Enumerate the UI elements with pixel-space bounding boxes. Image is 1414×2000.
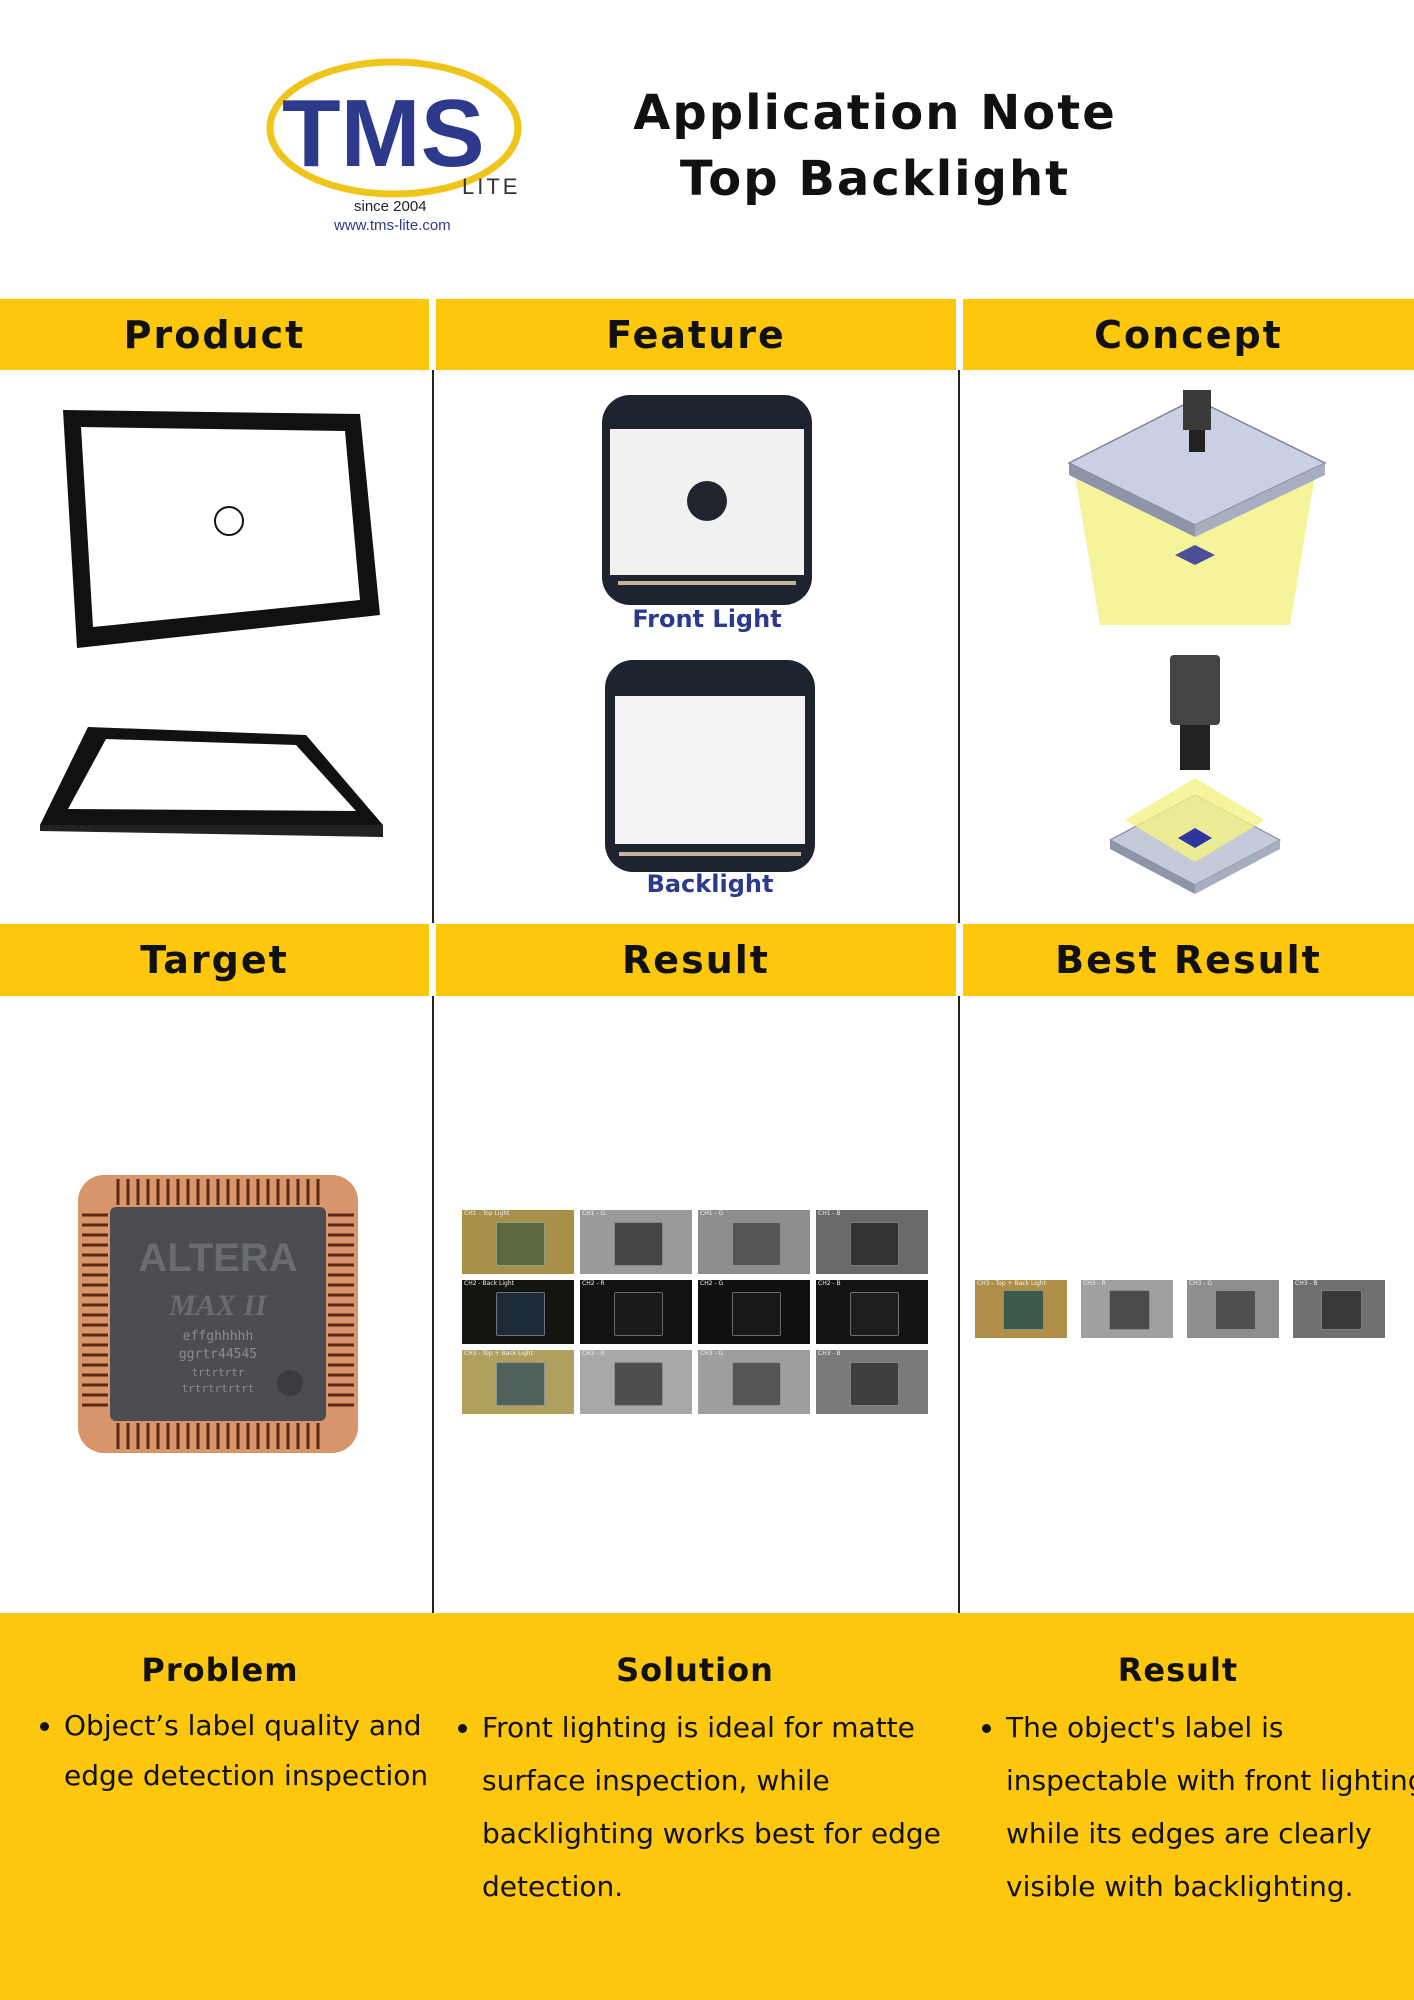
result-tile: CH3 - R [1081,1280,1173,1338]
logo: TMS LITE since 2004 www.tms-lite.com [262,56,542,236]
tile-chip [614,1292,663,1336]
tile-label: CH1 - G [700,1210,724,1217]
svg-text:ALTERA: ALTERA [138,1236,297,1280]
header-concept: Concept [963,299,1414,370]
tile-chip [850,1222,899,1266]
tile-chip [732,1292,781,1336]
tile-chip [496,1222,545,1266]
divider [432,996,434,1613]
tile-label: CH2 - Back Light [464,1280,514,1287]
tile-chip [850,1292,899,1336]
result-tile: CH2 - B [816,1280,928,1344]
backlight-caption: Backlight [646,870,774,898]
tile-label: CH1 - G [582,1210,606,1217]
tile-chip [614,1362,663,1406]
backlight-image [605,660,815,872]
svg-text:trtrtrtrtrt: trtrtrtrtrt [182,1382,255,1395]
best-result-grid: CH3 - Top + Back Light CH3 - R CH3 - G CH3 … [975,1280,1395,1340]
result-tile: CH1 - G [580,1210,692,1274]
header-result: Result [436,924,956,996]
tile-chip [1215,1290,1256,1330]
svg-text:TMS: TMS [282,80,485,187]
title-line-2: Top Backlight [679,151,1071,207]
svg-text:LITE: LITE [462,174,520,199]
svg-text:www.tms-lite.com: www.tms-lite.com [333,217,451,234]
header-best-result: Best Result [963,924,1414,996]
solution-list: Front lighting is ideal for matte surfac… [448,1701,992,1913]
target-chip-image: ALTERA MAX II effghhhhh ggrtr44545 trtrt… [78,1175,358,1453]
solution-heading: Solution [616,1651,774,1689]
tile-label: CH2 - R [582,1280,605,1287]
concept-image-bottom [1100,650,1290,900]
header-feature: Feature [436,299,956,370]
tile-label: CH2 - G [700,1280,724,1287]
problem-list: Object’s label quality and edge detectio… [30,1701,464,1801]
front-light-image [602,395,812,605]
result-tile: CH3 - Top + Back Light [462,1350,574,1414]
tile-chip [496,1292,545,1336]
tile-chip [496,1362,545,1406]
svg-text:trtrtrtr: trtrtrtr [192,1366,245,1379]
tile-chip [1109,1290,1150,1330]
list-item: The object's label is inspectable with f… [1006,1701,1414,1913]
svg-text:effghhhhh: effghhhhh [183,1329,253,1344]
svg-text:since 2004: since 2004 [354,198,427,215]
result-tile: CH1 - Top Light [462,1210,574,1274]
tile-label: CH3 - Top + Back Light [464,1350,533,1357]
result-tile: CH1 - G [698,1210,810,1274]
problem-heading: Problem [141,1651,299,1689]
tms-logo-icon: TMS LITE since 2004 www.tms-lite.com [266,58,522,234]
result-heading: Result [1117,1651,1239,1689]
divider [958,370,960,923]
list-item: Front lighting is ideal for matte surfac… [482,1701,992,1913]
sensor-circle-icon [214,506,244,536]
tile-chip [1321,1290,1362,1330]
result-tile: CH2 - R [580,1280,692,1344]
result-tile: CH2 - Back Light [462,1280,574,1344]
header-target: Target [0,924,429,996]
tile-label: CH3 - R [1083,1280,1106,1287]
product-panel-angled [38,725,388,845]
svg-text:ggrtr44545: ggrtr44545 [179,1347,257,1362]
tile-label: CH1 - Top Light [464,1210,510,1217]
divider [432,370,434,923]
result-tile: CH3 - G [698,1350,810,1414]
front-light-caption: Front Light [632,605,782,633]
tile-label: CH3 - G [1189,1280,1213,1287]
tile-label: CH3 - G [700,1350,724,1357]
tile-label: CH2 - B [818,1280,841,1287]
product-panel-front [55,405,385,655]
result-tile: CH3 - B [1293,1280,1385,1338]
svg-text:MAX II: MAX II [168,1289,268,1322]
tile-chip [732,1222,781,1266]
tile-label: CH3 - R [582,1350,605,1357]
tile-label: CH3 - B [1295,1280,1318,1287]
summary-band: Problem Object’s label quality and edge … [0,1613,1414,2000]
result-tile: CH3 - Top + Back Light [975,1280,1067,1338]
result-tile: CH2 - G [698,1280,810,1344]
list-item: Object’s label quality and edge detectio… [64,1701,464,1801]
concept-image-top [1055,385,1335,635]
result-tile: CH3 - G [1187,1280,1279,1338]
tile-chip [850,1362,899,1406]
result-tile: CH3 - R [580,1350,692,1414]
divider [958,996,960,1613]
tile-label: CH3 - Top + Back Light [977,1280,1046,1287]
tile-label: CH3 - B [818,1350,841,1357]
header-product: Product [0,299,429,370]
result-grid: CH1 - Top Light CH1 - G CH1 - G CH1 - B CH2 … [462,1210,932,1418]
title-line-1: Application Note [633,85,1117,141]
page-title: Application Note Top Backlight [600,80,1150,212]
tile-chip [732,1362,781,1406]
tile-chip [614,1222,663,1266]
result-list: The object's label is inspectable with f… [972,1701,1414,1913]
result-tile: CH1 - B [816,1210,928,1274]
tile-chip [1003,1290,1044,1330]
tile-label: CH1 - B [818,1210,841,1217]
result-tile: CH3 - B [816,1350,928,1414]
